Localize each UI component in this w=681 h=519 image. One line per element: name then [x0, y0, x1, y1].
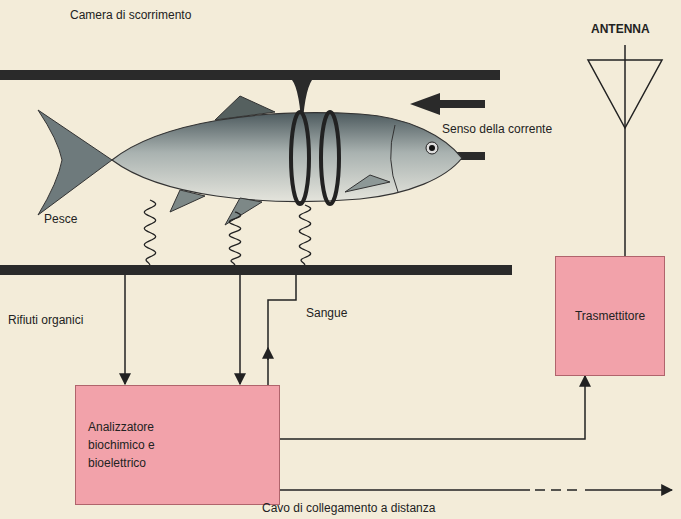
part-label: Cavo di collegamento a distanza [262, 501, 435, 515]
sensor-lead [144, 200, 310, 265]
chamber-wall [0, 265, 512, 275]
remote-cable [535, 489, 580, 491]
box-text: Trasmettitore [566, 307, 654, 325]
sensor-lead [229, 212, 240, 265]
process-box: Trasmettitore [555, 256, 665, 376]
part-label: Camera di scorrimento [70, 8, 191, 22]
fish [38, 96, 462, 225]
remote-cable [585, 489, 672, 491]
part-label: Rifiuti organici [8, 313, 83, 327]
antenna-label: ANTENNA [591, 22, 650, 36]
process-box: Analizzatore biochimico e bioelettrico [75, 385, 280, 505]
part-label: Pesce [44, 212, 77, 226]
blood-arrow [267, 348, 269, 360]
remote-cable [280, 489, 530, 491]
signal-connector [280, 376, 585, 439]
current-arrow [410, 93, 485, 115]
blood-line [268, 275, 296, 385]
sensor-lead [144, 200, 155, 265]
chamber-wall [0, 70, 500, 80]
part-label: Senso della corrente [442, 122, 552, 136]
sample-line [239, 275, 241, 384]
antenna-symbol [588, 45, 662, 256]
sensor-lead [299, 205, 310, 265]
part-label: Sangue [306, 306, 347, 320]
box-text: Analizzatore biochimico e bioelettrico [88, 418, 198, 472]
waste-line [124, 275, 126, 384]
